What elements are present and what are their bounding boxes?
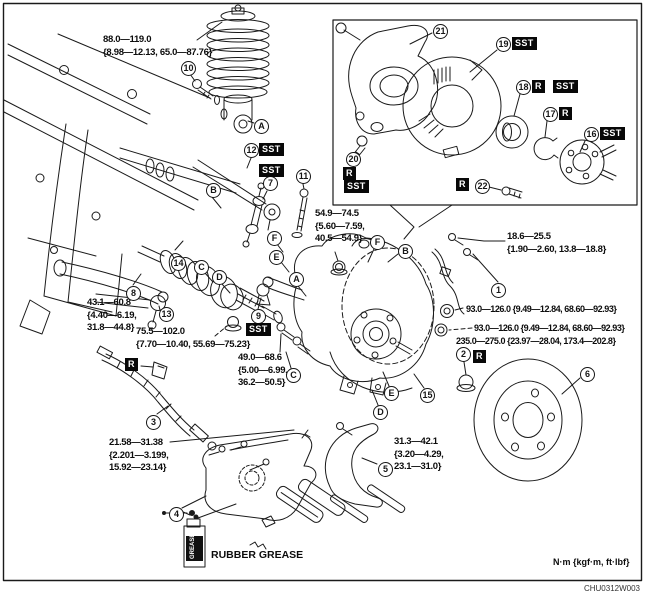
callout-C-axle: C (194, 260, 209, 275)
caliper-bracket-drawing (324, 422, 383, 508)
callout-5: 5 (378, 462, 393, 477)
torque-stabilizer-nut: 75.5—102.0 {7.70—10.40, 55.69—75.23} (136, 326, 250, 350)
r-badge-locknut: R (473, 350, 486, 363)
callout-2: 2 (456, 347, 471, 362)
callout-13: 13 (159, 307, 174, 322)
brake-pads-drawing (249, 458, 406, 550)
callout-F-link: F (267, 231, 282, 246)
inset-hub-drawing (559, 139, 617, 185)
pinch-bolts-drawing (276, 322, 311, 369)
inset-box (332, 19, 638, 240)
callout-3: 3 (146, 415, 161, 430)
torque-bracket-bolt: 31.3—42.1 {3.20—4.29, 23.1—31.0} (394, 436, 444, 472)
rubber-grease-label: RUBBER GREASE (211, 549, 304, 561)
callout-E-knuckle: E (384, 386, 399, 401)
shock-absorber-spring-drawing (196, 4, 270, 134)
tie-rod-end-drawing (95, 293, 166, 330)
callout-B-rod: B (206, 183, 221, 198)
sst-badge-hub: SST (600, 127, 625, 140)
callout-B-knuckle: B (398, 244, 413, 259)
grease-can-drawing: GREASE (162, 510, 206, 568)
torque-caliper-bolt: 21.58—31.38 {2.201—3.199, 15.92—23.14} (109, 437, 169, 473)
page-border (2, 2, 643, 582)
callout-8: 8 (126, 286, 141, 301)
torque-pinch-bolt: 49.0—68.6 {5.00—6.99, 36.2—50.5} (238, 352, 288, 388)
sst-badge-ball-joint: SST (246, 323, 271, 336)
callout-E-axle: E (269, 250, 284, 265)
callout-9: 9 (251, 309, 266, 324)
r-badge-clip: R (125, 358, 138, 371)
torque-knuckle-nut-2: 93.0—126.0 {9.49—12.84, 68.60—92.93} (474, 323, 625, 333)
torque-strut-upper: 88.0—119.0 {8.98—12.13, 65.0—87.76} (103, 34, 212, 58)
stabilizer-link-drawing (242, 182, 268, 248)
callout-12: 12 (244, 143, 259, 158)
callout-4: 4 (169, 507, 184, 522)
callout-22: 22 (475, 179, 490, 194)
inset-knuckle-drawing (335, 22, 439, 135)
torque-tie-rod-end: 54.9—74.5 {5.60—7.59, 40.5—54.9} (315, 208, 365, 244)
leader-lines (204, 196, 290, 294)
callout-7: 7 (263, 176, 278, 191)
callout-6: 6 (580, 367, 595, 382)
sst-badge-bearing: SST (553, 80, 578, 93)
r-badge-bearing: R (532, 80, 545, 93)
inset-snap-ring-drawing (533, 120, 559, 161)
abs-sensor-harness-drawing (431, 233, 506, 315)
torque-knuckle-nut-1: 93.0—126.0 {9.49—12.84, 68.60—92.93} (466, 304, 617, 314)
tie-rod-nut-drawing (330, 251, 348, 276)
callout-21: 21 (433, 24, 448, 39)
long-bolt-drawing (291, 183, 309, 238)
callout-C-knuckle: C (286, 368, 301, 383)
r-badge-snap-ring: R (559, 107, 572, 120)
knuckle-nuts-drawing (434, 304, 476, 392)
strut-bolt-drawing (189, 73, 255, 124)
sst-badge-dust-shield: SST (512, 37, 537, 50)
sst-badge-tie-rod: SST (259, 143, 284, 156)
callout-14: 14 (171, 256, 186, 271)
sst-badge-stab-link: SST (259, 164, 284, 177)
inset-dust-shield-drawing (402, 49, 502, 159)
callout-A-strut: A (254, 119, 269, 134)
callout-11: 11 (296, 169, 311, 184)
callout-19: 19 (496, 37, 511, 52)
callout-1: 1 (491, 283, 506, 298)
outer-tie-rod-drawing (192, 157, 281, 231)
callout-D-axle: D (212, 270, 227, 285)
callout-18: 18 (516, 80, 531, 95)
callout-16: 16 (584, 127, 599, 142)
callout-20: 20 (346, 152, 361, 167)
callout-A-knuckle: A (289, 272, 304, 287)
brake-caliper-drawing (169, 429, 317, 522)
steering-knuckle-drawing (262, 233, 435, 406)
grease-can-label: GREASE (190, 534, 196, 559)
parking-cable-drawing (96, 345, 217, 451)
callout-15: 15 (420, 388, 435, 403)
lower-arm-drawing (53, 259, 169, 305)
sst-badge-hub-bolt: SST (344, 180, 369, 193)
units-note: N·m {kgf·m, ft·lbf} (553, 557, 630, 567)
inset-abs-bolt-drawing (488, 186, 523, 199)
torque-abs-sensor: 18.6—25.5 {1.90—2.60, 13.8—18.8} (507, 231, 607, 255)
callout-F-knuckle: F (370, 235, 385, 250)
torque-lower-arm: 43.1—60.8 {4.40—6.19, 31.8—44.8} (87, 297, 137, 333)
callout-17: 17 (543, 107, 558, 122)
inset-bearing-drawing (495, 93, 529, 149)
figure-code: CHU0312W003 (583, 584, 640, 593)
brake-rotor-drawing (473, 358, 583, 482)
callout-D-knuckle: D (373, 405, 388, 420)
torque-hub-locknut: 235.0—275.0 {23.97—28.04, 173.4—202.8} (456, 336, 616, 346)
r-badge-abs-bolt: R (456, 178, 469, 191)
retainer-clip-drawing (140, 361, 168, 380)
r-badge-hub-bolt: R (343, 167, 356, 180)
callout-10: 10 (181, 61, 196, 76)
